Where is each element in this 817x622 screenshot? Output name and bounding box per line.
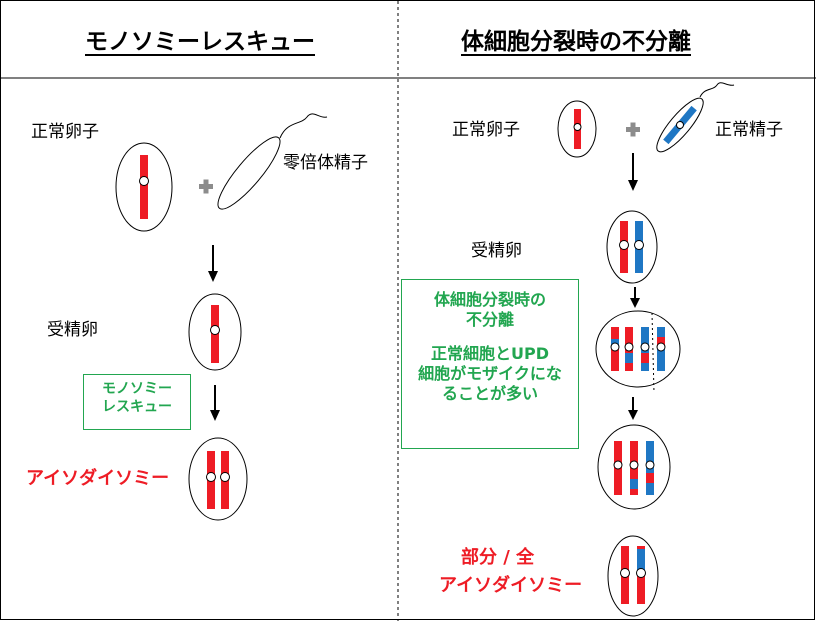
right-normal-sperm-label: 正常精子 bbox=[715, 120, 783, 140]
right-normal-egg-label: 正常卵子 bbox=[452, 120, 520, 140]
rescue-line-1: モノソミー bbox=[102, 381, 172, 397]
right-arrow-3 bbox=[628, 397, 638, 420]
centromere bbox=[139, 176, 149, 186]
right-result-line-1: 部分 / 全 bbox=[461, 547, 535, 568]
right-fertilized-egg-label: 受精卵 bbox=[471, 241, 522, 261]
note-body-line-1: 正常細胞とUPD bbox=[430, 344, 549, 363]
note-spacer bbox=[402, 330, 578, 344]
left-empty-sperm bbox=[217, 113, 328, 210]
rescue-line-2: レスキュー bbox=[102, 398, 172, 415]
right-fertilized-egg bbox=[606, 210, 658, 284]
left-rescue-box: モノソミー レスキュー bbox=[83, 374, 191, 430]
right-arrow-2 bbox=[630, 287, 640, 308]
left-normal-egg bbox=[115, 142, 173, 232]
note-body-line-2: 細胞がモザイクにな bbox=[418, 364, 562, 383]
note-body-line-3: ることが多い bbox=[441, 384, 538, 403]
left-sperm-label: 零倍体精子 bbox=[283, 153, 368, 173]
left-fertilized-egg bbox=[188, 293, 242, 371]
right-heading: 体細胞分裂時の不分離 bbox=[461, 29, 691, 55]
left-result-label: アイソダイソミー bbox=[26, 468, 170, 489]
right-nondisjunction-cell bbox=[595, 310, 681, 394]
right-plus-sign bbox=[626, 122, 640, 137]
maternal-chromosome bbox=[140, 155, 148, 219]
left-heading: モノソミーレスキュー bbox=[85, 29, 315, 55]
right-normal-sperm bbox=[656, 82, 735, 153]
left-arrow-2 bbox=[210, 385, 220, 421]
right-normal-egg bbox=[557, 100, 597, 158]
note-title-line-1: 体細胞分裂時の bbox=[433, 290, 546, 309]
left-isodisomy-egg bbox=[188, 437, 248, 521]
left-arrow-1 bbox=[208, 245, 218, 282]
right-arrow-1 bbox=[628, 153, 638, 191]
right-isodisomy-egg bbox=[607, 535, 659, 617]
note-title-line-2: 不分離 bbox=[465, 310, 514, 329]
left-fertilized-egg-label: 受精卵 bbox=[47, 320, 98, 340]
right-note-box: 体細胞分裂時の 不分離 正常細胞とUPD 細胞がモザイクにな ることが多い bbox=[401, 279, 579, 449]
left-normal-egg-label: 正常卵子 bbox=[31, 122, 99, 142]
right-daughter-cell bbox=[597, 424, 671, 510]
left-plus-sign bbox=[199, 179, 213, 194]
right-result-line-2: アイソダイソミー bbox=[439, 575, 583, 596]
